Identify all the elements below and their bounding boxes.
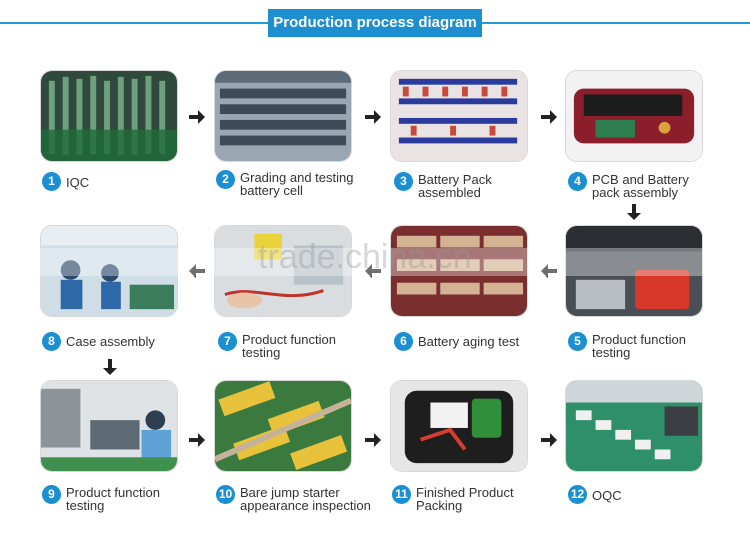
step-12-number: 12 (568, 485, 587, 504)
step-8-number: 8 (42, 332, 61, 351)
arrow-down-icon (102, 358, 118, 376)
step-3-photo (390, 70, 528, 162)
step-9-caption: 9 Product function testing (42, 485, 176, 512)
step-6-photo (390, 225, 528, 317)
step-5-photo (565, 225, 703, 317)
arrow-left-icon (540, 263, 558, 279)
arrow-left-icon (188, 263, 206, 279)
step-9-number: 9 (42, 485, 61, 504)
step-3-number: 3 (394, 172, 413, 191)
step-9-label: Product function testing (66, 485, 160, 513)
step-7-number: 7 (218, 332, 237, 351)
step-4-label: PCB and Battery pack assembly (592, 172, 689, 200)
watermark: trade.china.cn (258, 238, 472, 276)
step-10-caption: 10 Bare jump starter appearance inspecti… (216, 485, 380, 512)
step-6-caption: 6 Battery aging test (394, 332, 548, 351)
step-11-number: 11 (392, 485, 411, 504)
step-11-caption: 11 Finished Product Packing (392, 485, 526, 512)
step-5-caption: 5 Product function testing (568, 332, 702, 359)
step-4-photo (565, 70, 703, 162)
step-1-label: IQC (66, 175, 90, 190)
header-rule-right (482, 22, 750, 24)
step-5-label: Product function testing (592, 332, 686, 360)
watermark-band (0, 248, 750, 276)
step-8-caption: 8 Case assembly (42, 332, 186, 351)
step-12-label: OQC (592, 488, 622, 503)
arrow-down-icon (626, 203, 642, 221)
arrow-right-icon (540, 109, 558, 125)
step-7-label: Product function testing (242, 332, 336, 360)
step-7-caption: 7 Product function testing (218, 332, 352, 359)
step-11-label: Finished Product Packing (416, 485, 514, 513)
arrow-left-icon (364, 263, 382, 279)
step-1-photo (40, 70, 178, 162)
arrow-right-icon (364, 432, 382, 448)
step-2-label: Grading and testing battery cell (240, 170, 354, 198)
step-3-label: Battery Pack assembled (418, 172, 492, 200)
arrow-right-icon (540, 432, 558, 448)
page-title: Production process diagram (268, 9, 482, 37)
arrow-right-icon (188, 432, 206, 448)
step-2-photo (214, 70, 352, 162)
step-1-caption: 1 IQC (42, 172, 176, 191)
step-8-photo (40, 225, 178, 317)
step-11-photo (390, 380, 528, 472)
arrow-right-icon (364, 109, 382, 125)
step-10-number: 10 (216, 485, 235, 504)
arrow-right-icon (188, 109, 206, 125)
step-5-number: 5 (568, 332, 587, 351)
step-2-caption: 2 Grading and testing battery cell (216, 170, 365, 197)
step-6-number: 6 (394, 332, 413, 351)
step-8-label: Case assembly (66, 334, 155, 349)
step-10-photo (214, 380, 352, 472)
step-10-label: Bare jump starter appearance inspection (240, 485, 371, 513)
step-7-photo (214, 225, 352, 317)
step-2-number: 2 (216, 170, 235, 189)
step-6-label: Battery aging test (418, 334, 520, 349)
step-4-caption: 4 PCB and Battery pack assembly (568, 172, 702, 199)
step-1-number: 1 (42, 172, 61, 191)
step-9-photo (40, 380, 178, 472)
header-rule-left (0, 22, 268, 24)
step-3-caption: 3 Battery Pack assembled (394, 172, 508, 199)
step-4-number: 4 (568, 172, 587, 191)
step-12-photo (565, 380, 703, 472)
step-12-caption: 12 OQC (568, 485, 692, 504)
